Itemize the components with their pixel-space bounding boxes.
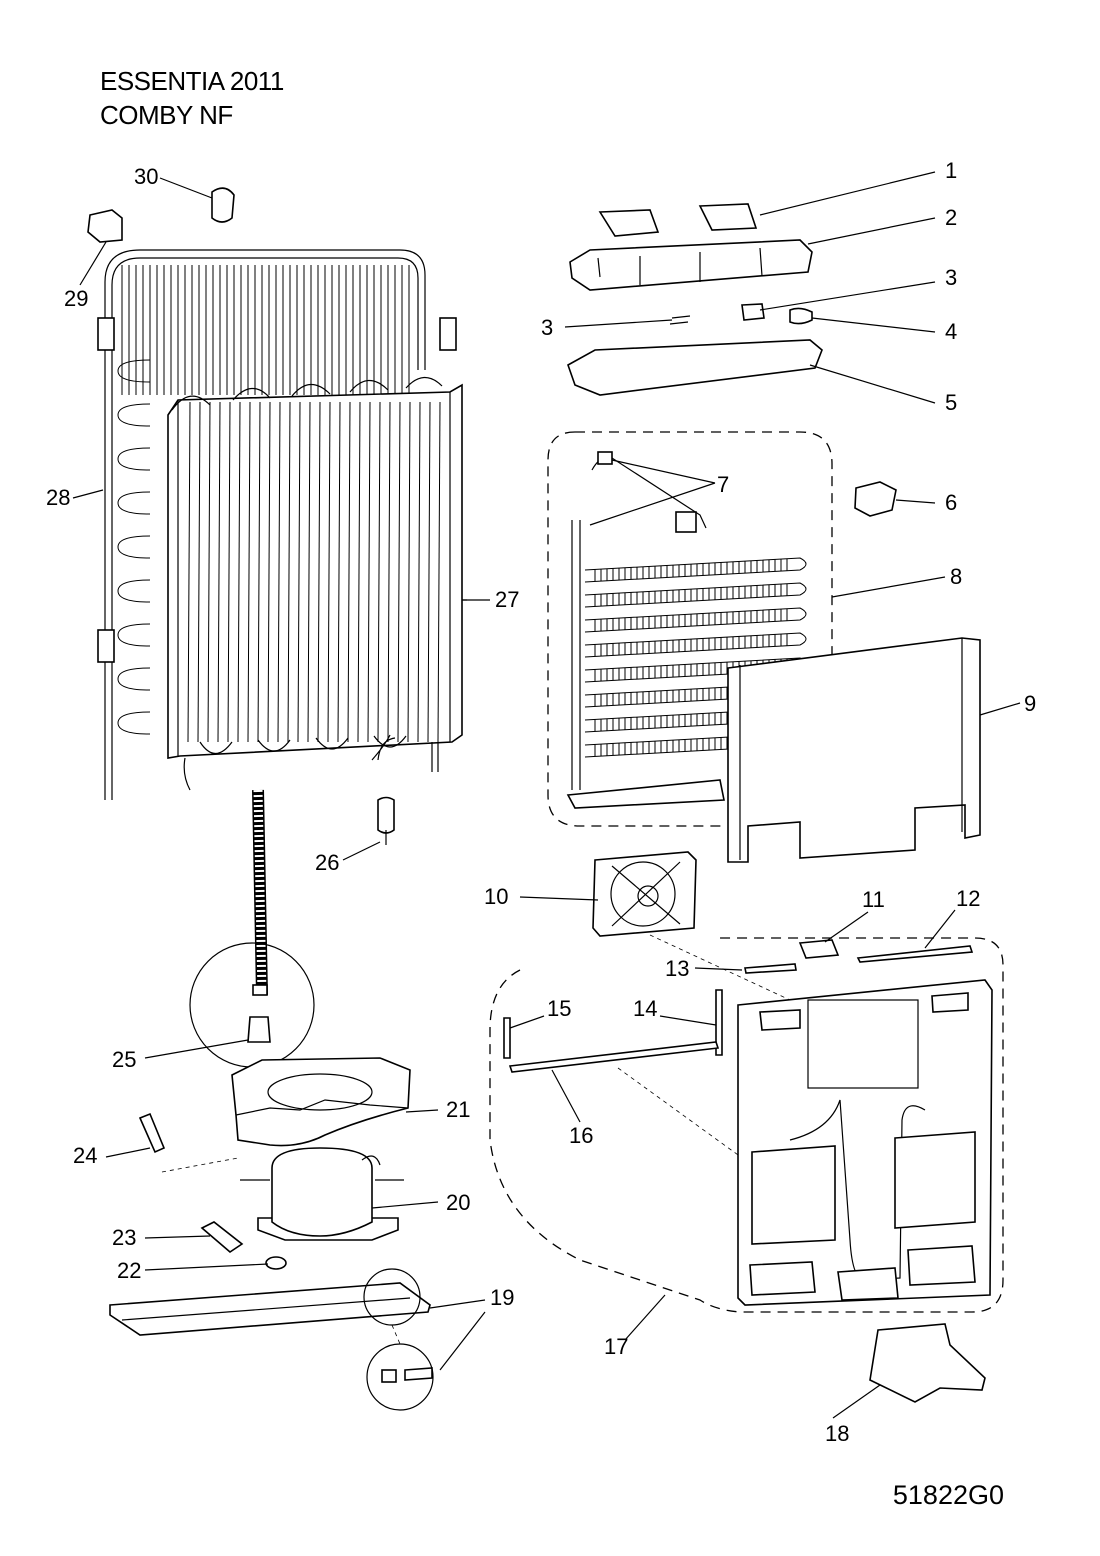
gasket-15: [503, 1017, 511, 1059]
cap-30: [211, 187, 235, 223]
model-subtitle: COMBY NF: [100, 100, 233, 130]
gasket-16: [508, 1041, 720, 1073]
pipe-24: [138, 1112, 166, 1154]
drain-hose: [252, 789, 268, 996]
callout-15: 15: [547, 996, 571, 1021]
sensor-6: [854, 481, 897, 517]
condenser-plate-27: [167, 376, 463, 791]
callout-2: 2: [945, 205, 957, 230]
callout-16: 16: [569, 1123, 593, 1148]
back-panel-17: [737, 979, 993, 1306]
callout-3b: 3: [541, 315, 553, 340]
callout-5: 5: [945, 390, 957, 415]
insulation-11: [798, 939, 840, 959]
base-plate-19: [109, 1268, 434, 1411]
callout-13: 13: [665, 956, 689, 981]
callout-17: 17: [604, 1334, 628, 1359]
callout-4: 4: [945, 319, 957, 344]
cap-29: [87, 209, 123, 243]
leader-lines: [72, 171, 1021, 1419]
gasket-12: [856, 945, 974, 963]
callout-labels: 1 2 3 3 4 5 6 7 8 9 10 11 12 13 14 15 16…: [46, 158, 1036, 1446]
duct-assembly-outline: [489, 937, 1004, 1313]
callout-19: 19: [490, 1285, 514, 1310]
callout-11: 11: [862, 887, 885, 912]
callout-18: 18: [825, 1421, 849, 1446]
callout-10: 10: [484, 884, 508, 909]
lamp-housing-2: [569, 239, 813, 291]
panel-9: [727, 637, 981, 863]
tray-21: [231, 1057, 411, 1147]
callout-24: 24: [73, 1143, 97, 1168]
gasket-13: [744, 963, 797, 974]
bulb-4: [789, 307, 813, 325]
callout-25: 25: [112, 1047, 136, 1072]
model-title: ESSENTIA 2011: [100, 66, 284, 96]
drawing-code: 51822G0: [892, 1480, 1004, 1510]
callout-27: 27: [495, 587, 519, 612]
callout-6: 6: [945, 490, 957, 515]
clip-1b: [698, 203, 758, 231]
callout-23: 23: [112, 1225, 136, 1250]
callout-14: 14: [633, 996, 657, 1021]
drain-cap-25: [247, 1016, 271, 1043]
callout-9: 9: [1024, 691, 1036, 716]
clip-1a: [598, 209, 660, 237]
detail-circle-25: [189, 942, 315, 1068]
clip-23: [200, 1221, 244, 1254]
lampholder-3: [741, 303, 765, 321]
callout-8: 8: [950, 564, 962, 589]
callout-22: 22: [117, 1258, 141, 1283]
callout-29: 29: [64, 286, 88, 311]
fan-10: [592, 851, 697, 937]
condenser-28: [97, 249, 457, 800]
gasket-14: [715, 989, 723, 1056]
callout-20: 20: [446, 1190, 470, 1215]
callout-26: 26: [315, 850, 339, 875]
filter-drier-26: [377, 796, 395, 845]
callout-12: 12: [956, 886, 980, 911]
bracket-18: [869, 1323, 986, 1403]
lamp-cover-5: [567, 339, 823, 396]
compressor-20: [161, 1147, 404, 1241]
callout-1: 1: [945, 158, 957, 183]
wire-3: [669, 315, 691, 325]
callout-28: 28: [46, 485, 70, 510]
evaporator-outline: [575, 431, 833, 660]
grommet-22: [265, 1256, 287, 1270]
callout-7: 7: [717, 472, 729, 497]
hose-end: [252, 984, 268, 996]
callout-30: 30: [134, 164, 158, 189]
callout-21: 21: [446, 1097, 470, 1122]
callout-3: 3: [945, 265, 957, 290]
